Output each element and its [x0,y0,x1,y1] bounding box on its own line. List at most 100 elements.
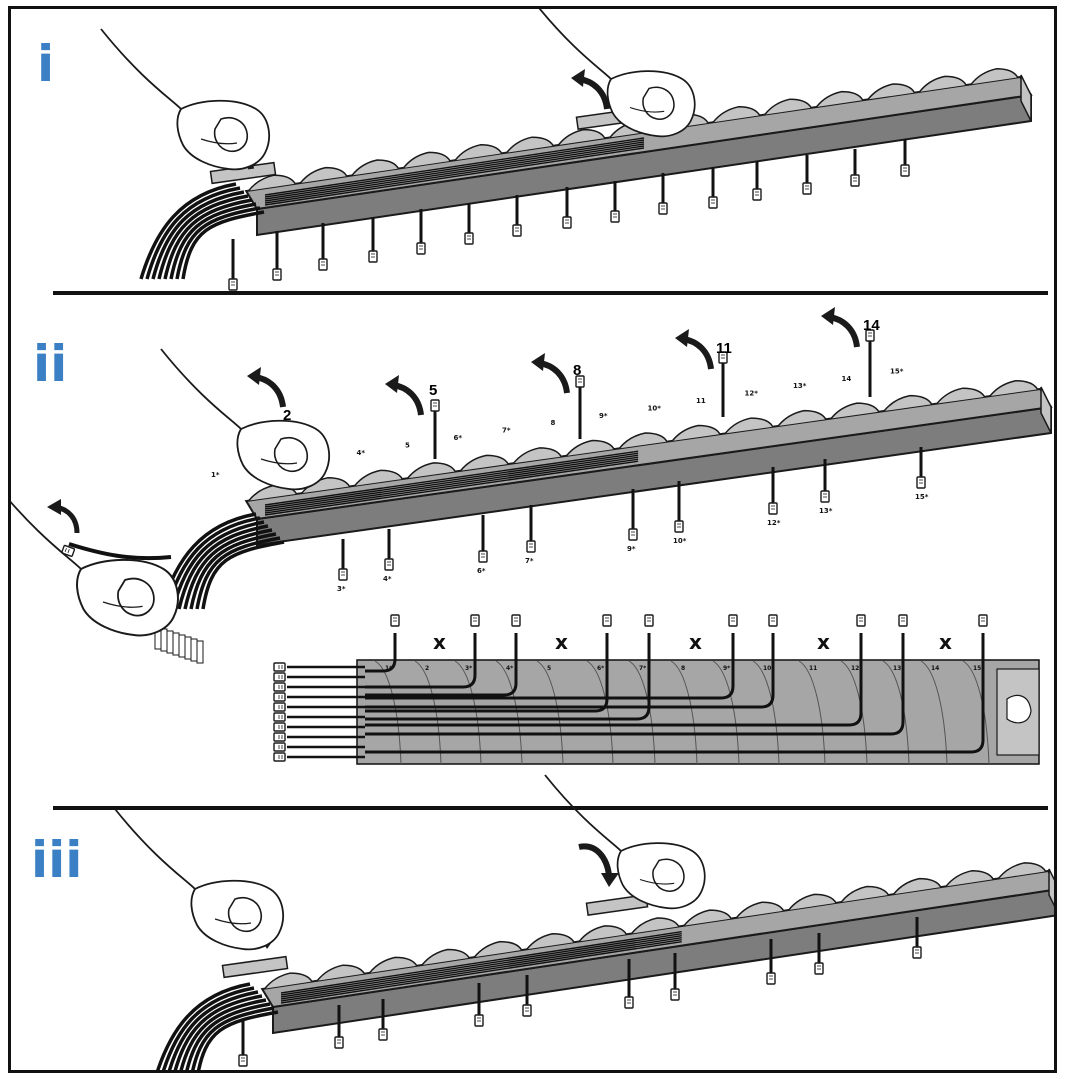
plug-label: 9* [627,545,636,553]
tray-compartment-label: 6* [454,434,463,442]
cable-bundle [139,182,237,280]
tray-cable [280,930,682,994]
tray-cable [264,147,645,206]
tray-cable [264,458,639,514]
plug-label: 7* [525,557,534,565]
detail-compartment-divider [628,660,656,765]
hand-illustration [606,70,696,138]
arm-outline [100,28,182,110]
tray-compartment [512,447,562,464]
detail-compartment-divider [670,660,698,765]
tray-cable [280,936,682,1000]
tray-compartment [407,462,456,479]
tray-cable [264,450,639,506]
detail-compartment-label: 12* [851,665,863,672]
cable-bundle [201,540,285,610]
rj-plug-icon [318,258,328,271]
section-divider-1 [53,291,1048,295]
detail-compartment-divider [586,660,614,765]
arm-outline [11,501,82,570]
rj-plug-icon [384,558,394,571]
tray-compartment [578,925,628,942]
rj-plug-icon [610,210,620,223]
detail-compartment-divider [752,660,780,765]
rj-plug-icon [334,1036,344,1049]
tray-compartment-label: 8 [551,419,556,427]
detail-compartment-label: 4* [506,665,514,672]
cable-bundle [169,202,257,280]
detail-compartment-label: 8 [681,665,685,672]
detail-cable-route [365,633,905,736]
step-iii-drawing [114,774,1054,1070]
clip-strip [221,955,289,979]
tray-compartment [565,439,615,457]
step-i-drawing [100,9,1033,291]
detail-compartment-label: 3* [465,665,473,672]
cable-bundle [189,532,277,610]
rj-plug-icon [273,722,286,732]
arrow-head [247,367,261,385]
tray-compartment [299,166,348,184]
tray-end-cap [1040,386,1052,434]
tray-compartment [830,402,880,419]
rj-plug-icon [273,752,286,762]
tray-compartment [454,144,503,161]
rj-plug-icon [238,1054,248,1067]
arm-outline [544,774,622,852]
tray-compartment [764,98,812,116]
rj-plug-icon [752,188,762,201]
rj-plug-icon [820,490,830,503]
cable-bundle [175,206,261,280]
tray-cable [280,938,682,1002]
detail-compartment-label: 6* [597,665,605,672]
arrow-head [571,69,585,87]
tray-cable [264,456,639,512]
tray-compartment [671,424,721,442]
cable-bundle [181,210,265,280]
tray-cable [264,137,645,196]
detail-compartment-divider [920,660,948,765]
rj-plug-icon [416,242,426,255]
rj-plug-icon [670,988,680,1001]
detail-compartment-divider [962,660,990,765]
loose-cable [68,542,172,561]
rj-plug-icon [190,638,198,662]
tray-cable [264,143,645,202]
detail-compartment-label: 9* [723,665,731,672]
rj-plug-icon [718,351,728,364]
detail-compartment-label: 11 [809,665,817,672]
tray-compartment-label: 9* [599,412,608,420]
rj-plug-icon [624,996,634,1009]
tray-compartment-label: 10* [648,404,662,412]
rj-plug-icon [273,732,286,742]
illustration-frame: i ii iii 3*4*6*7*9*10*12*13*15*1*23*4*56… [8,6,1057,1073]
rj-plug-icon [273,692,286,702]
tray-end-cap [1048,868,1054,907]
tray-cable [280,932,682,996]
rj-plug-icon [378,1028,388,1041]
tray-compartment [724,417,774,434]
rj-plug-icon [273,662,286,672]
tray-cable [264,139,645,198]
removed-marker: x [939,630,952,654]
detail-latch [1006,694,1032,724]
cable-bundle [157,194,249,280]
detail-cable-route [365,633,477,689]
rj-plug-icon [562,216,572,229]
rj-plug-icon [196,640,204,664]
rj-plug-icon [728,614,738,627]
rj-plug-icon [658,202,668,215]
tray-compartment-label: 5 [405,441,410,449]
removed-marker: x [555,630,568,654]
tray-cable [280,940,682,1004]
tray-compartment-label: 11 [696,397,706,405]
cable-bundle [145,186,241,280]
tray-compartment [683,909,732,927]
removed-marker: x [433,630,446,654]
tray-compartment-label: 7* [502,427,511,435]
tray-compartment [369,956,418,974]
rj-plug-icon [178,634,186,658]
detail-compartment-divider [536,660,564,765]
hand-illustration [236,419,331,491]
cable-bundle [161,986,255,1070]
